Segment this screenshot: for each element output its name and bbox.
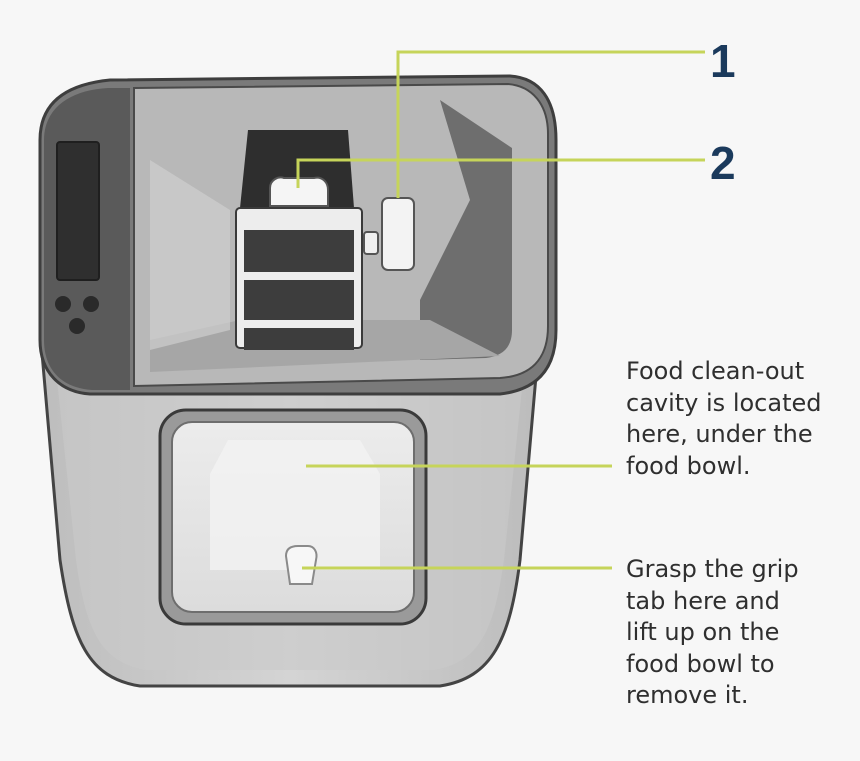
control-button-right[interactable]: [83, 296, 99, 312]
dispenser-knob: [363, 231, 379, 255]
leader-line-1: [396, 50, 705, 198]
hopper-interior-dark: [420, 100, 512, 360]
dispenser-compartment-2: [244, 280, 354, 320]
display-screen: [56, 141, 100, 281]
leader-line-2: [296, 158, 705, 188]
dispenser-top-cap: [269, 176, 329, 207]
control-button-bottom[interactable]: [69, 318, 85, 334]
grip-tab-note: Grasp the grip tab here and lift up on t…: [626, 555, 799, 709]
bowl-grip-tab[interactable]: [284, 545, 318, 585]
dispenser-compartment-3: [244, 328, 354, 350]
callout-number-2: 2: [710, 137, 736, 189]
control-button-left[interactable]: [55, 296, 71, 312]
callout-number-1: 1: [710, 35, 736, 87]
dispenser-frame: [235, 207, 363, 349]
bowl-inner-shadow: [210, 440, 380, 570]
dispenser-compartment-1: [244, 230, 354, 272]
leader-lines: [296, 50, 705, 570]
hopper-highlight: [150, 160, 230, 350]
food-cavity-note: Food clean-out cavity is located here, u…: [626, 357, 822, 480]
sensor-module: [381, 197, 415, 271]
